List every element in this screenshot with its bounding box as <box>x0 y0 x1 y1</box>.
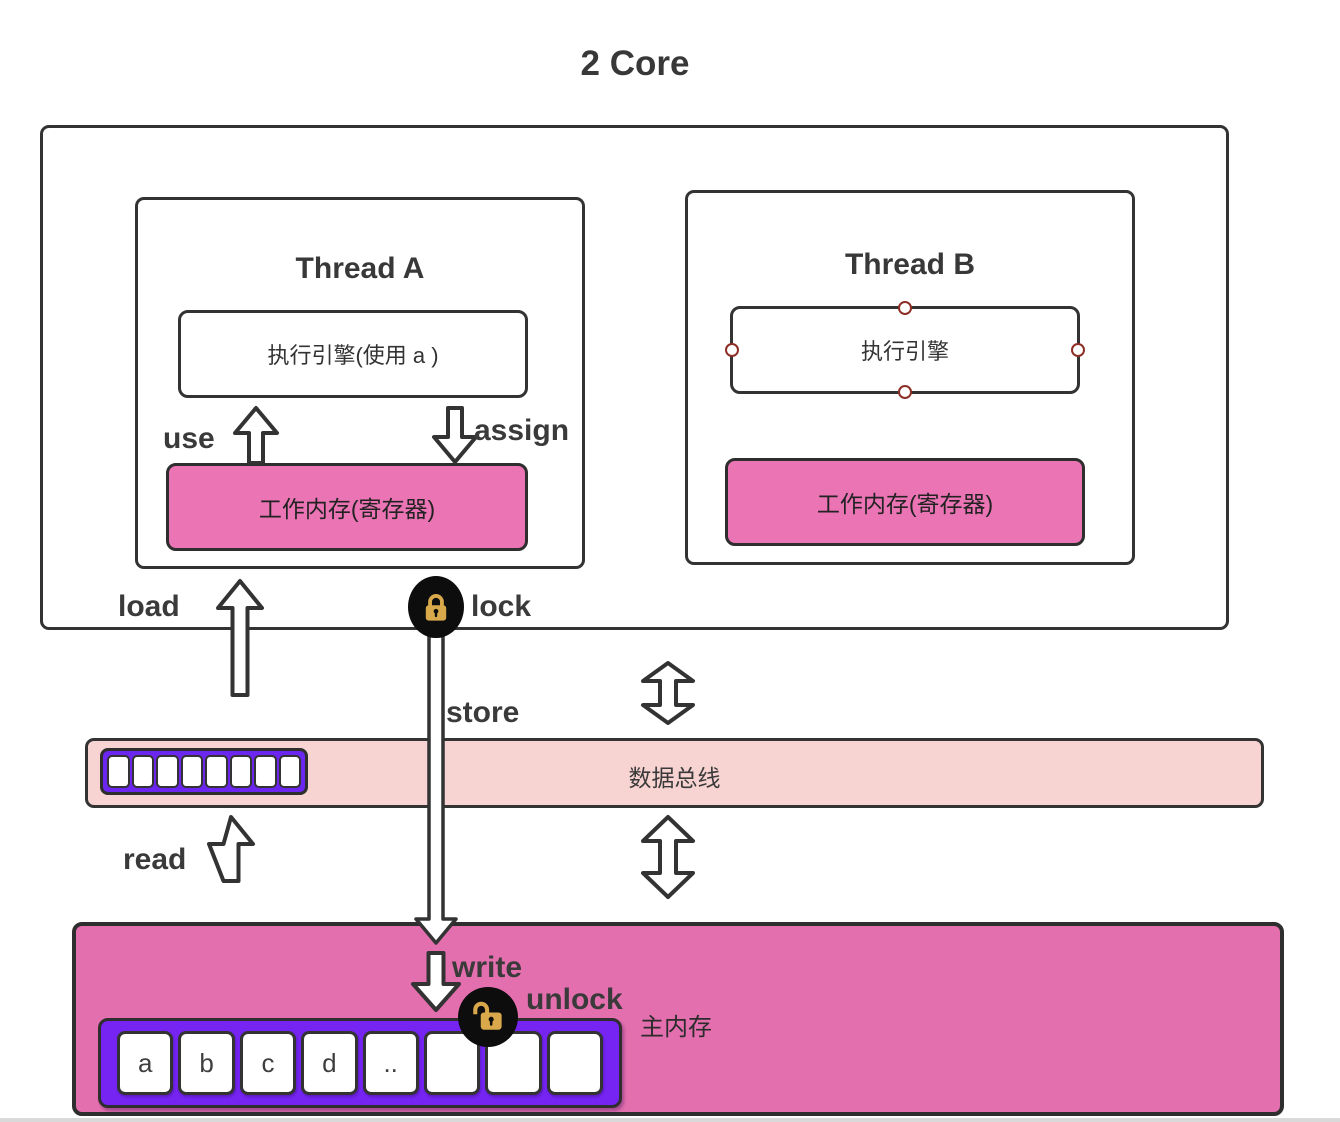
closed-padlock-glyph <box>425 594 447 621</box>
main-memory-box: a b c d .. <box>72 922 1284 1116</box>
memory-cell <box>546 1031 603 1095</box>
thread-a-working-memory-box: 工作内存(寄存器) <box>166 463 528 551</box>
load-label: load <box>118 590 180 623</box>
thread-b-box: Thread B 执行引擎 工作内存(寄存器) <box>685 190 1135 565</box>
bus-cell <box>156 755 179 788</box>
connection-handle-left <box>725 343 739 357</box>
memory-cell: d <box>301 1031 358 1095</box>
connection-handle-right <box>1071 343 1085 357</box>
thread-a-execution-engine-box: 执行引擎(使用 a ) <box>178 310 528 398</box>
write-label: write <box>452 951 523 984</box>
canvas-bottom-edge <box>0 1118 1340 1122</box>
lock-icon <box>408 576 464 638</box>
memory-cell: .. <box>362 1031 419 1095</box>
read-label: read <box>123 843 187 876</box>
bus-upper-double-arrow-icon <box>641 661 695 725</box>
bus-cell <box>254 755 277 788</box>
data-bus-cells <box>100 748 308 795</box>
thread-a-working-memory-label: 工作内存(寄存器) <box>258 496 436 522</box>
bus-cell <box>205 755 228 788</box>
bus-cell <box>229 755 252 788</box>
bus-cell <box>180 755 203 788</box>
store-label: store <box>446 696 520 729</box>
bus-cell <box>131 755 154 788</box>
data-bus-label: 数据总线 <box>628 765 721 791</box>
lock-label: lock <box>471 590 532 623</box>
bus-lower-double-arrow-icon <box>641 815 695 899</box>
memory-cell: b <box>178 1031 235 1095</box>
data-bus-box: 数据总线 <box>85 738 1264 808</box>
bus-cell <box>107 755 130 788</box>
connection-handle-bottom <box>898 385 912 399</box>
connection-handle-top <box>898 301 912 315</box>
unlock-icon <box>458 987 518 1047</box>
open-padlock-glyph <box>473 1001 502 1030</box>
main-memory-cells: a b c d .. <box>98 1018 622 1108</box>
thread-b-execution-engine-box: 执行引擎 <box>725 301 1085 399</box>
main-memory-label: 主内存 <box>640 1014 712 1041</box>
read-arrow-icon <box>207 815 255 883</box>
thread-b-execution-engine-label: 执行引擎 <box>860 339 949 364</box>
thread-a-title: Thread A <box>295 252 425 285</box>
diagram-title: 2 Core <box>580 44 690 83</box>
memory-cell: c <box>239 1031 297 1095</box>
thread-b-title: Thread B <box>844 248 976 281</box>
bus-cell <box>278 755 301 788</box>
unlock-label: unlock <box>526 983 623 1016</box>
assign-label: assign <box>474 414 570 447</box>
thread-b-working-memory-label: 工作内存(寄存器) <box>816 491 994 517</box>
use-label: use <box>163 422 215 455</box>
thread-b-working-memory-box: 工作内存(寄存器) <box>725 458 1085 546</box>
memory-cell: a <box>117 1031 174 1095</box>
thread-a-box: Thread A 执行引擎(使用 a ) 工作内存(寄存器) <box>135 197 585 569</box>
thread-a-execution-engine-label: 执行引擎(使用 a ) <box>267 343 439 368</box>
